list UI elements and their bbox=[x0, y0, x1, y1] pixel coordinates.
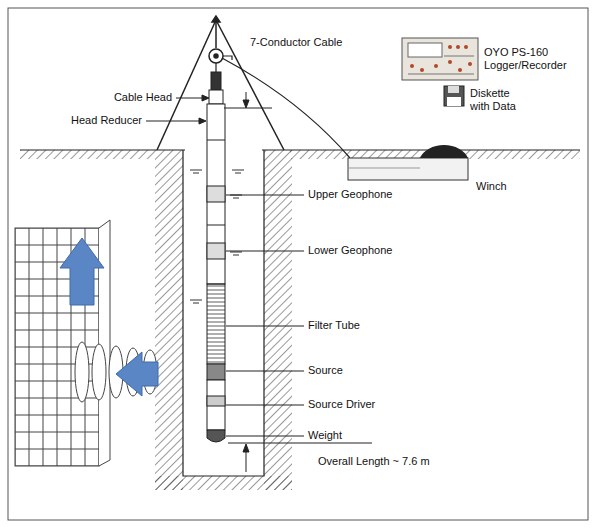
equipment-label: Diskette with Data bbox=[470, 87, 530, 113]
ground bbox=[20, 150, 580, 490]
part-label: Weight bbox=[308, 429, 342, 442]
equipment-label: Winch bbox=[476, 180, 507, 193]
part-label: Lower Geophone bbox=[308, 244, 392, 257]
leader-lines bbox=[146, 95, 304, 436]
frame bbox=[8, 8, 588, 520]
part-label: Cable Head bbox=[114, 91, 172, 104]
soil-illustration bbox=[15, 220, 158, 466]
part-label: Source bbox=[308, 364, 343, 377]
cable bbox=[216, 56, 350, 158]
dimension-label: Overall Length ~ 7.6 m bbox=[318, 455, 430, 468]
equipment-label: OYO PS-160 Logger/Recorder bbox=[484, 46, 576, 72]
cable-label: 7-Conductor Cable bbox=[250, 36, 342, 49]
part-label: Upper Geophone bbox=[308, 188, 392, 201]
winch bbox=[348, 145, 468, 180]
logger-recorder bbox=[402, 38, 478, 80]
probe bbox=[207, 72, 225, 442]
dimension bbox=[224, 92, 372, 472]
part-label: Head Reducer bbox=[71, 114, 142, 127]
part-label: Filter Tube bbox=[308, 319, 360, 332]
part-label: Source Driver bbox=[308, 398, 375, 411]
diskette-icon bbox=[444, 86, 464, 106]
